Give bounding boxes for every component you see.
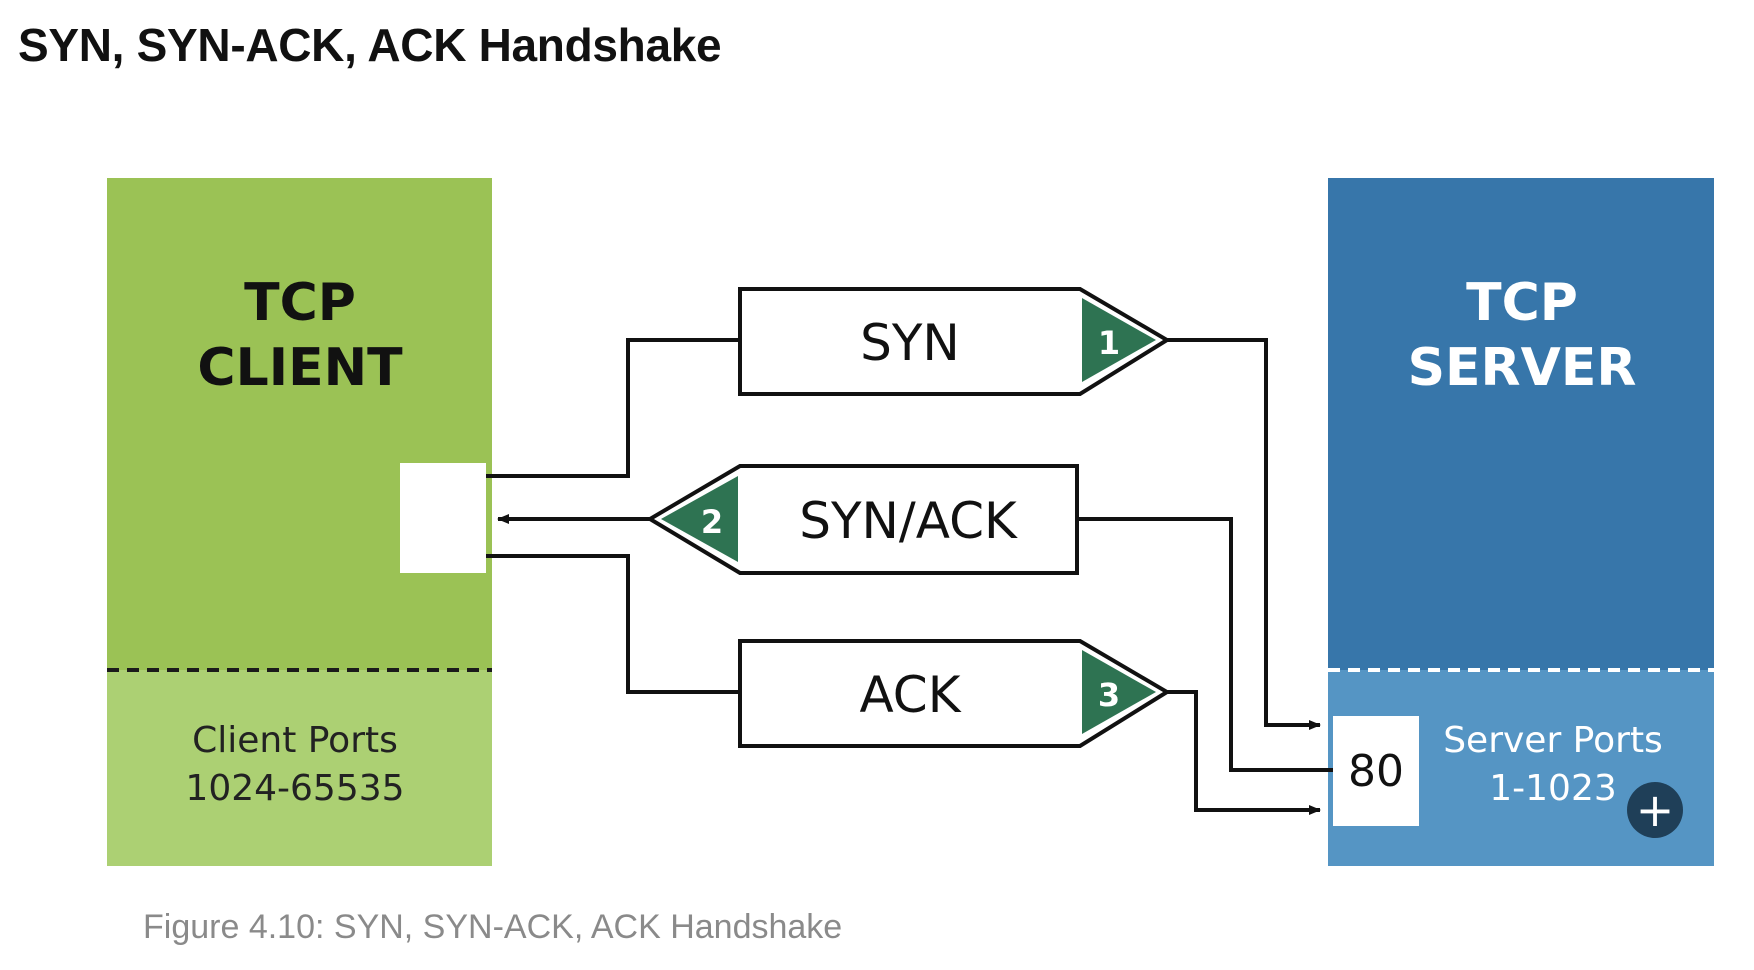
plus-icon[interactable]: +: [1627, 782, 1683, 838]
client-port-box: [400, 463, 486, 573]
step-2-number: 2: [701, 503, 723, 541]
message-syn-ack: 2 SYN/ACK: [646, 464, 1079, 575]
figure-caption: Figure 4.10: SYN, SYN-ACK, ACK Handshake: [143, 908, 843, 946]
server-ports-range: 1-1023: [1489, 768, 1617, 809]
client-ports-label: Client Ports: [192, 720, 398, 761]
message-ack: 3 ACK: [738, 639, 1171, 748]
tcp-server-panel: TCP SERVER Server Ports 1-1023 80: [1328, 178, 1714, 866]
step-3-badge: [1082, 650, 1156, 734]
synack-connector-right: [1077, 517, 1333, 772]
tcp-client-panel: TCP CLIENT Client Ports 1024-65535: [107, 178, 492, 866]
ack-arrow-shape: [738, 639, 1171, 748]
message-syn: 1 SYN: [738, 287, 1171, 396]
client-ports-range: 1024-65535: [185, 768, 404, 809]
ack-connector-left: [486, 554, 740, 694]
syn-connector-left: [486, 338, 740, 478]
syn-connector-right: [1167, 338, 1321, 730]
server-port-box: [1333, 716, 1419, 826]
syn-label: SYN: [860, 314, 960, 372]
connector-lines: [486, 338, 1333, 815]
step-1-number: 1: [1098, 324, 1120, 362]
server-port-number: 80: [1348, 746, 1404, 797]
step-2-badge: [661, 476, 738, 562]
client-panel-top: [107, 178, 492, 670]
page-title: SYN, SYN-ACK, ACK Handshake: [18, 19, 722, 71]
synack-label: SYN/ACK: [799, 492, 1018, 550]
step-3-number: 3: [1098, 676, 1120, 714]
client-panel-ports-area: [107, 670, 492, 866]
server-title-line2: SERVER: [1408, 338, 1637, 398]
client-title-line1: TCP: [244, 273, 356, 333]
ack-connector-right: [1167, 690, 1321, 815]
synack-arrow-shape: [646, 464, 1079, 575]
syn-arrow-shape: [738, 287, 1171, 396]
server-ports-label: Server Ports: [1443, 720, 1663, 761]
server-panel-top: [1328, 178, 1714, 670]
server-title-line1: TCP: [1466, 273, 1578, 333]
client-title-line2: CLIENT: [197, 338, 403, 398]
ack-label: ACK: [859, 666, 961, 724]
step-1-badge: [1082, 298, 1156, 382]
